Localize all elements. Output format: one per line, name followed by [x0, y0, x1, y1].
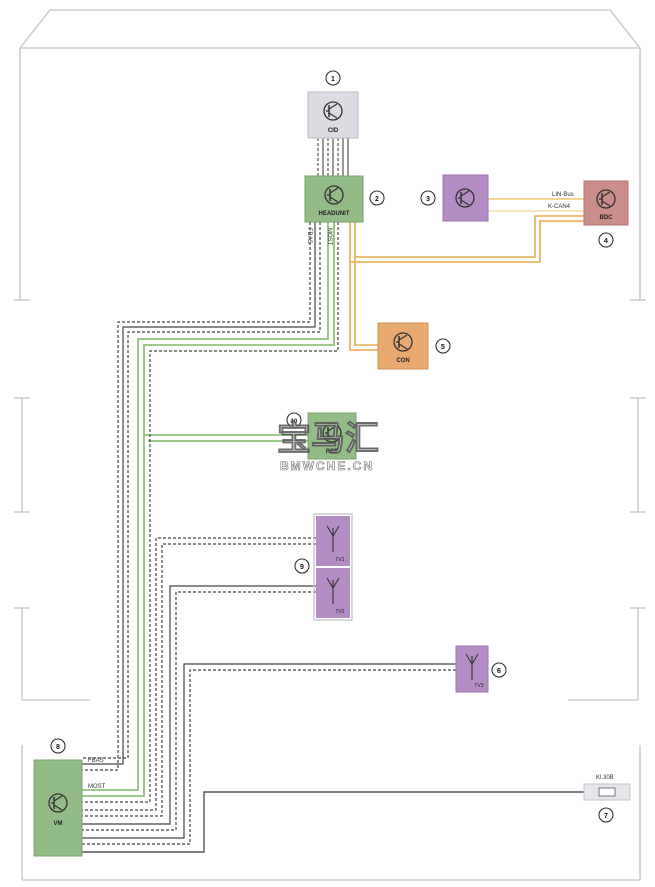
- callout-9: 9: [294, 558, 310, 574]
- vm-module[interactable]: VM: [33, 759, 83, 857]
- callout-1: 1: [325, 70, 341, 86]
- component-label-tv2: TV2: [335, 609, 344, 615]
- wires: [82, 138, 584, 853]
- callout-10: 10: [286, 412, 302, 428]
- component-label-headunit: HEADUNIT: [319, 211, 350, 217]
- tv3-antenna[interactable]: TV3: [455, 645, 489, 693]
- svg-text:9: 9: [300, 564, 304, 571]
- svg-text:2: 2: [375, 196, 379, 203]
- component-label-tv1: TV1: [335, 557, 344, 563]
- svg-text:6: 6: [497, 668, 501, 675]
- kl30b-label: Kl.30B: [596, 775, 614, 781]
- tv-antenna-group: TV1 TV2: [313, 513, 353, 621]
- component-label-rse: RSE: [326, 449, 338, 455]
- transistor-icon: [323, 101, 343, 121]
- watermark: 宝马汇 BMWCHE.CN: [277, 420, 380, 474]
- lin-bus-label: LIN-Bus: [552, 192, 574, 198]
- antenna-icon: [326, 525, 340, 552]
- tv2-antenna[interactable]: TV2: [316, 568, 350, 618]
- callout-4: 4: [598, 232, 614, 248]
- headunit-most-label: MOST: [326, 228, 332, 246]
- rse-module[interactable]: RSE: [307, 412, 357, 460]
- svg-text:4: 4: [604, 238, 608, 245]
- most-ring: [82, 222, 335, 797]
- fbas-video-lines: [82, 222, 321, 771]
- transistor-icon: [322, 423, 342, 443]
- fuse-kl30b[interactable]: [583, 783, 631, 801]
- tv2-antenna-lines: [82, 585, 316, 831]
- bdc-module[interactable]: BDC: [583, 180, 629, 226]
- tv1-antenna[interactable]: TV1: [316, 516, 350, 566]
- k-can-bus: [349, 215, 584, 351]
- cid-module[interactable]: CID: [307, 91, 359, 139]
- component-label-cid: CID: [328, 128, 339, 134]
- watermark-logo: 宝马汇: [277, 420, 379, 458]
- transistor-icon: [393, 332, 413, 352]
- tv1-antenna-lines: [82, 537, 316, 817]
- svg-text:7: 7: [604, 813, 608, 820]
- bus-labels: FBAS MOST LIN-Bus K-CAN4 FBAS MOST Kl.30…: [88, 192, 614, 790]
- antenna-icon: [326, 577, 340, 604]
- transistor-icon: [455, 188, 475, 208]
- headunit-fbas-label: FBAS: [306, 228, 312, 244]
- callouts: 1 2 3 4 5 6 7 8: [50, 70, 614, 823]
- svg-text:8: 8: [56, 744, 60, 751]
- kl30b-power-line: [82, 791, 584, 853]
- component-label-tv3: TV3: [474, 683, 483, 689]
- fuse-icon: [598, 787, 616, 797]
- vehicle-outline: [14, 9, 646, 881]
- callout-7: 7: [598, 807, 614, 823]
- callout-5: 5: [435, 338, 451, 354]
- watermark-site: BMWCHE.CN: [280, 459, 374, 473]
- component-label-con: CON: [396, 358, 409, 364]
- transistor-icon: [324, 185, 344, 205]
- vm-fbas-label: FBAS: [88, 758, 104, 764]
- module-3[interactable]: [442, 174, 489, 222]
- transistor-icon: [48, 793, 68, 813]
- k-can4-label: K-CAN4: [548, 204, 571, 210]
- callout-8: 8: [50, 738, 66, 754]
- transistor-icon: [596, 189, 616, 209]
- headunit-module[interactable]: HEADUNIT: [304, 175, 364, 223]
- vm-most-label: MOST: [88, 784, 106, 790]
- svg-text:1: 1: [331, 76, 335, 83]
- callout-2: 2: [369, 190, 385, 206]
- svg-text:3: 3: [426, 196, 430, 203]
- callout-6: 6: [491, 662, 507, 678]
- component-label-bdc: BDC: [600, 215, 614, 221]
- svg-text:10: 10: [291, 419, 298, 425]
- component-label-vm: VM: [54, 821, 63, 827]
- tv3-antenna-lines: [82, 663, 456, 845]
- con-module[interactable]: CON: [377, 322, 429, 370]
- antenna-icon: [465, 653, 479, 680]
- callout-3: 3: [420, 190, 436, 206]
- components: CID HEADUNIT: [33, 91, 631, 857]
- svg-text:5: 5: [441, 344, 445, 351]
- cid-headunit-bundle: [317, 138, 349, 178]
